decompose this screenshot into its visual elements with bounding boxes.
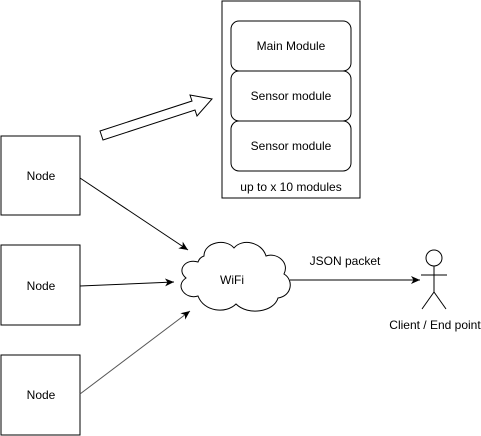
block-arrow-to-modules <box>99 94 213 141</box>
client-actor-icon[interactable] <box>421 249 447 310</box>
node-label: Node <box>27 169 56 183</box>
node-box-1[interactable]: Node <box>0 135 81 216</box>
module-main[interactable]: Main Module <box>230 20 352 72</box>
node-box-3[interactable]: Node <box>0 354 81 436</box>
module-label: Main Module <box>257 39 326 53</box>
edge-node2-wifi <box>79 278 175 287</box>
module-label: Sensor module <box>251 139 332 153</box>
node-label: Node <box>27 279 56 293</box>
edge-node1-wifi <box>79 177 189 251</box>
wifi-cloud[interactable]: WiFi <box>180 241 291 312</box>
edge-node3-wifi <box>79 310 191 395</box>
wifi-label: WiFi <box>220 273 244 287</box>
modules-panel: Main Module Sensor module Sensor module … <box>221 0 361 199</box>
node-box-2[interactable]: Node <box>0 244 81 326</box>
json-packet-label: JSON packet <box>310 254 381 268</box>
modules-caption: up to x 10 modules <box>240 180 341 194</box>
module-sensor-2[interactable]: Sensor module <box>230 120 352 172</box>
client-label: Client / End point <box>389 318 481 332</box>
node-label: Node <box>27 388 56 402</box>
module-sensor-1[interactable]: Sensor module <box>230 70 352 122</box>
module-label: Sensor module <box>251 89 332 103</box>
